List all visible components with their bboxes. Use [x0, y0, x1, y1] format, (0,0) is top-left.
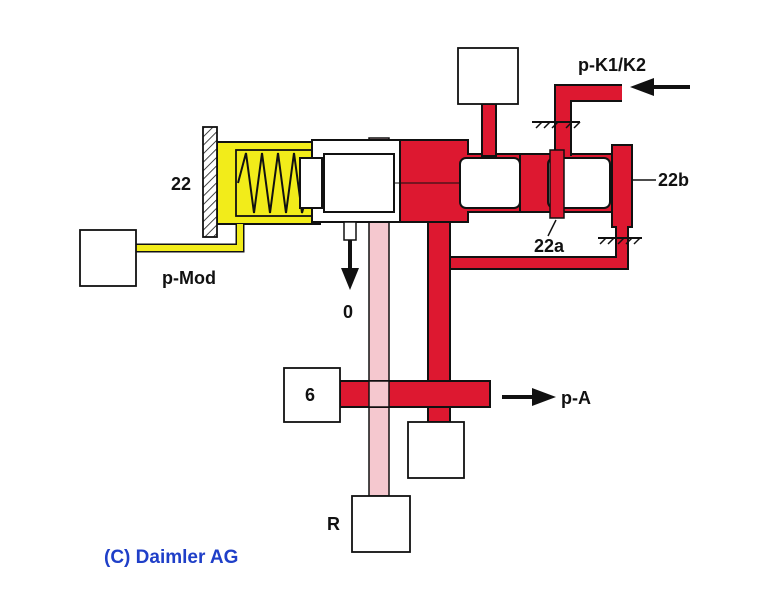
hatched-plate-icon [202, 126, 218, 238]
ground-hatch-icon [532, 121, 642, 245]
bottom-box [407, 421, 465, 479]
r-box [351, 495, 411, 553]
label-22b: 22b [658, 170, 689, 190]
label-p-mod: p-Mod [162, 268, 216, 288]
label-22a: 22a [534, 236, 565, 256]
arrow-right-icon [502, 388, 556, 406]
exhaust-port [343, 221, 357, 268]
arrow-left-icon [630, 78, 690, 96]
valve-spool [299, 139, 611, 223]
leader-22a [547, 219, 557, 237]
return-line-crossing [368, 380, 390, 408]
label-22: 22 [171, 174, 191, 194]
p-mod-box [79, 229, 137, 287]
label-p-k1-k2: p-K1/K2 [578, 55, 646, 75]
label-p-a: p-A [561, 388, 591, 408]
label-box-6: 6 [305, 385, 315, 405]
box-6 [283, 367, 341, 423]
arrow-down-icon [341, 268, 359, 290]
label-exhaust-zero: 0 [343, 302, 353, 322]
top-box [457, 47, 519, 105]
label-r: R [327, 514, 340, 534]
copyright-text: (C) Daimler AG [104, 547, 238, 568]
